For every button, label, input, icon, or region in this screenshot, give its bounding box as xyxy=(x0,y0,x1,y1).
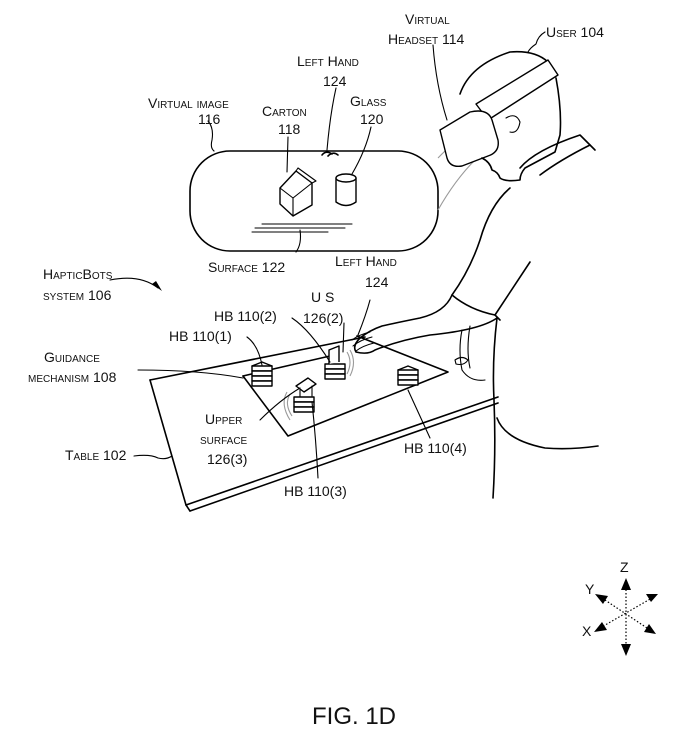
projection-line-bottom xyxy=(437,159,476,211)
carton-icon xyxy=(279,167,317,217)
label-us2: U S xyxy=(311,289,334,305)
hb-110-4 xyxy=(397,365,419,386)
label-glass-num: 120 xyxy=(360,111,384,127)
axis-triad: Z Y X xyxy=(582,559,658,656)
label-left-hand-bottom-num: 124 xyxy=(365,274,389,290)
leader-user xyxy=(527,31,546,53)
label-surface: Surface 122 xyxy=(208,259,285,275)
hb-110-2 xyxy=(324,345,355,380)
y-axis-line xyxy=(601,597,651,631)
label-virtual-headset-num: Headset 114 xyxy=(388,31,465,47)
z-up-arrow-icon xyxy=(621,578,631,590)
label-virtual-headset: Virtual xyxy=(405,11,450,27)
virtual-left-hand-icon xyxy=(321,151,339,157)
label-user: User 104 xyxy=(546,24,604,40)
leader-left-hand-top xyxy=(326,87,337,151)
leader-table xyxy=(133,454,173,460)
hapticbots-arrow-icon xyxy=(152,281,162,291)
table-front-edge xyxy=(189,402,499,512)
x-neg-arrow-icon xyxy=(646,594,658,602)
axis-label-y: Y xyxy=(585,581,595,597)
label-virtual-image-num: 116 xyxy=(198,111,221,127)
leader-us2 xyxy=(342,322,345,353)
leader-hb2 xyxy=(291,317,331,363)
user-figure xyxy=(351,50,599,499)
label-carton: Carton xyxy=(262,103,307,119)
leader-hb3 xyxy=(311,401,319,479)
label-upper-surface-2: surface xyxy=(200,431,248,447)
label-hb4: HB 110(4) xyxy=(404,440,467,456)
y-arrow-icon xyxy=(595,594,608,604)
guidance-mechanism-mat xyxy=(242,335,449,437)
label-upper-surface-num: 126(3) xyxy=(207,451,247,467)
leader-hb4 xyxy=(407,389,431,439)
y-neg-arrow-icon xyxy=(644,624,656,634)
label-hapticbots-num: system 106 xyxy=(43,287,112,303)
label-guidance: Guidance xyxy=(44,349,100,365)
label-glass: Glass xyxy=(350,93,387,109)
leader-headset xyxy=(432,44,448,121)
label-left-hand-top-num: 124 xyxy=(323,73,347,89)
label-carton-num: 118 xyxy=(278,121,301,137)
virtual-image-outline xyxy=(189,150,439,252)
figure-caption: FIG. 1D xyxy=(312,703,396,730)
x-axis-line xyxy=(599,597,653,629)
x-arrow-icon xyxy=(594,622,607,632)
leader-glass xyxy=(351,126,372,175)
label-left-hand-top: Left Hand xyxy=(297,53,359,69)
virtual-image-bubble xyxy=(189,131,476,252)
leader-hapticbots xyxy=(109,277,159,289)
leader-upper-surface xyxy=(259,387,301,421)
label-hb2: HB 110(2) xyxy=(214,308,277,324)
label-hapticbots: HapticBots xyxy=(43,266,113,282)
label-us2-num: 126(2) xyxy=(303,310,343,326)
leader-virtual-image xyxy=(207,120,215,152)
axis-label-x: X xyxy=(582,623,592,639)
table xyxy=(149,336,499,512)
label-upper-surface: Upper xyxy=(205,411,242,427)
leader-guidance xyxy=(137,369,244,379)
z-down-arrow-icon xyxy=(621,644,631,656)
surface-lines xyxy=(251,223,353,233)
leader-carton xyxy=(286,136,289,173)
table-top-back-edge xyxy=(149,336,366,381)
label-left-hand-bottom: Left Hand xyxy=(335,253,397,269)
glass-icon xyxy=(335,173,357,207)
leader-surface xyxy=(295,229,302,253)
leader-hb1 xyxy=(246,336,263,366)
label-hb1: HB 110(1) xyxy=(169,328,232,344)
ear xyxy=(505,115,521,133)
label-virtual-image: Virtual image xyxy=(148,95,229,111)
leader-left-hand-bottom xyxy=(357,299,371,336)
hb-110-3 xyxy=(283,377,317,421)
label-table: Table 102 xyxy=(65,447,127,463)
hb-110-1 xyxy=(251,361,273,387)
label-hb3: HB 110(3) xyxy=(284,483,347,499)
label-guidance-num: mechanism 108 xyxy=(28,369,117,385)
axis-label-z: Z xyxy=(620,559,629,575)
